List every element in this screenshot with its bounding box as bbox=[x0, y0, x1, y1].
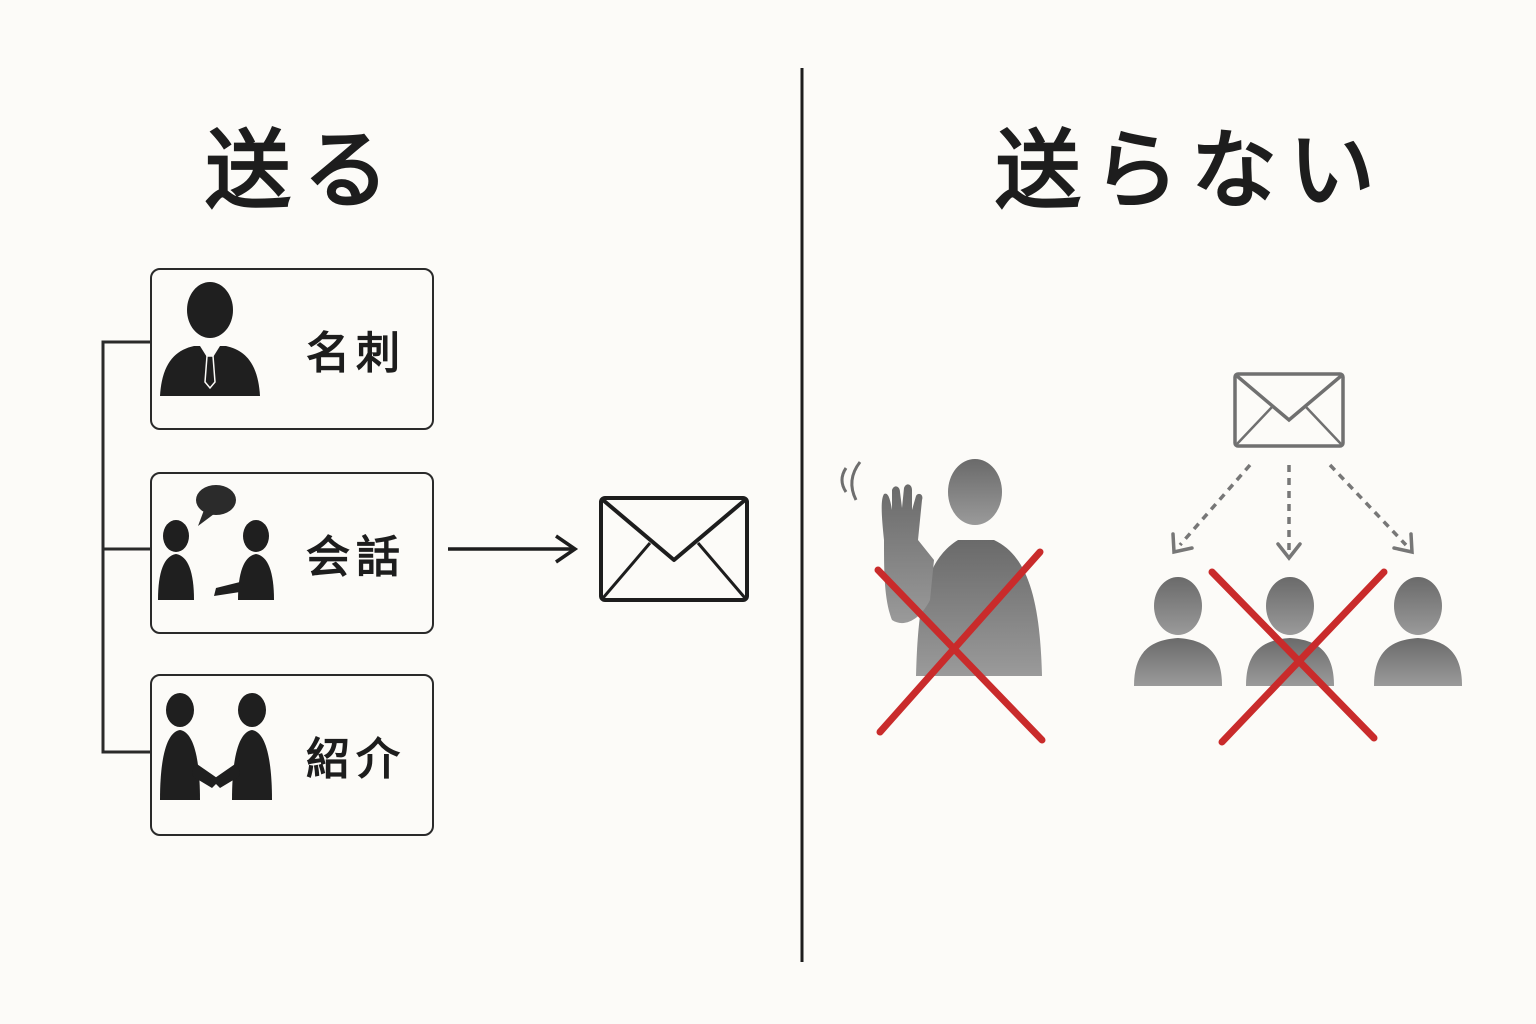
conversation-icon bbox=[158, 485, 274, 600]
handshake-icon bbox=[160, 693, 272, 800]
businessperson-icon bbox=[160, 282, 260, 396]
source-card-business-card: 名刺 bbox=[150, 268, 434, 430]
send-heading: 送る bbox=[205, 120, 401, 221]
dont-send-heading: 送らない bbox=[995, 120, 1387, 221]
source-label: 名刺 bbox=[306, 328, 406, 379]
source-label: 会話 bbox=[306, 532, 406, 583]
source-card-introduction: 紹介 bbox=[150, 674, 434, 836]
arrow-icon bbox=[448, 534, 579, 564]
source-card-conversation: 会話 bbox=[150, 472, 434, 634]
source-label: 紹介 bbox=[306, 734, 406, 785]
